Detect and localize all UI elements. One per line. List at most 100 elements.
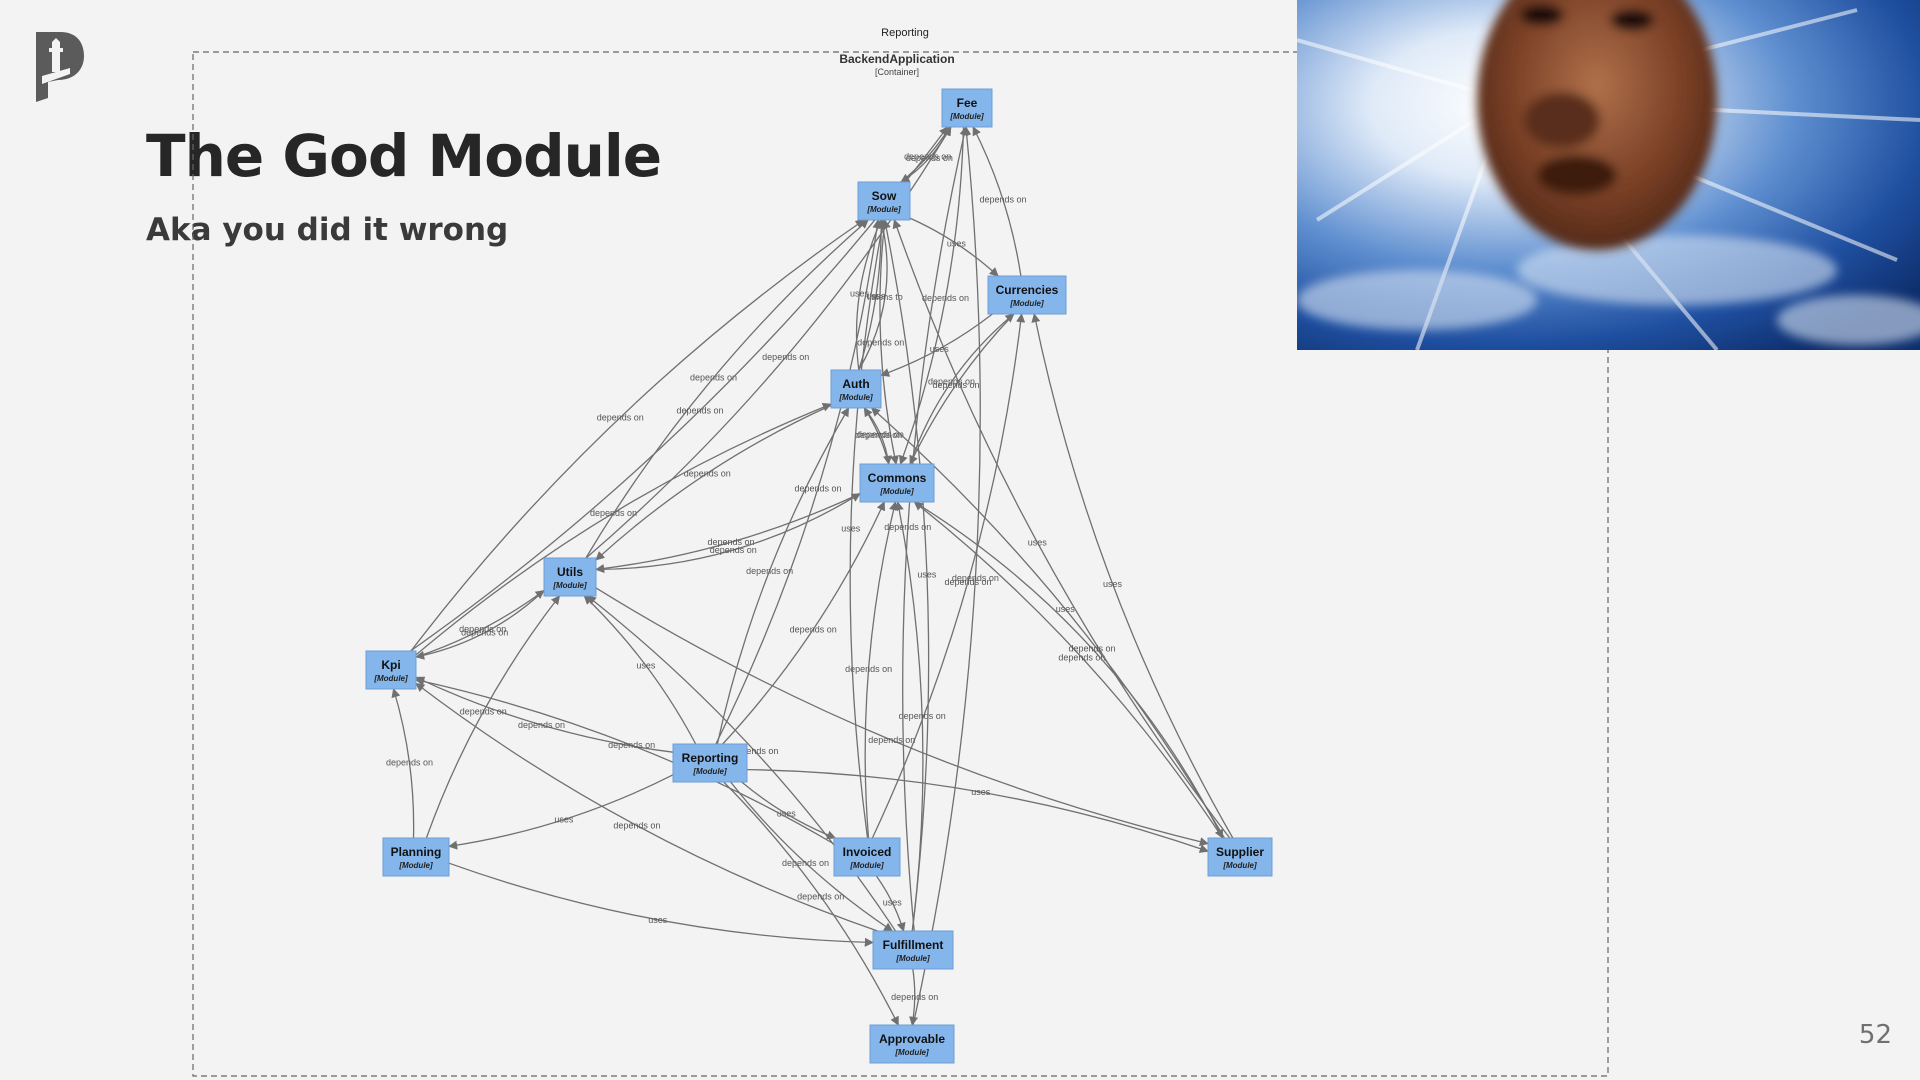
module-node-planning[interactable]: Planning[Module] — [382, 837, 450, 877]
module-node-auth[interactable]: Auth [Module] — [830, 369, 882, 409]
module-type: [Module] — [895, 954, 930, 963]
edge-reporting-to-planning — [448, 774, 674, 850]
module-node-invoiced[interactable]: Invoiced[Module] — [833, 837, 901, 877]
edge-reporting-to-supplier — [746, 768, 1209, 853]
edge-label: uses — [971, 787, 991, 797]
module-type: [Module] — [398, 861, 433, 870]
module-box — [941, 88, 993, 128]
edge-label: depends on — [884, 522, 931, 532]
edge-auth-to-sow — [855, 219, 883, 371]
edge-label: depends on — [857, 429, 904, 439]
nodes-layer: Fee[Module] Sow [Module] Currencies[Module]… — [365, 88, 1273, 1064]
module-type: [Module] — [849, 861, 884, 870]
edge-reporting-to-commons — [722, 501, 886, 745]
edge-label: depends on — [944, 577, 991, 587]
module-box — [859, 463, 935, 503]
edge-currencies-to-auth — [880, 313, 993, 377]
edge-utils-to-sow — [585, 219, 869, 559]
edge-fulfillment-to-fee — [902, 126, 969, 932]
module-name: Kpi — [381, 658, 400, 672]
edge-label: depends on — [932, 380, 979, 390]
edge-kpi-to-sow — [410, 219, 865, 652]
container-name: BackendApplication — [839, 52, 954, 66]
edge-label: depends on — [922, 293, 969, 303]
edge-label: depends on — [386, 758, 433, 768]
module-node-sow[interactable]: Sow [Module] — [857, 181, 911, 221]
module-node-utils[interactable]: Utils[Module] — [543, 557, 597, 597]
edge-invoiced-to-commons — [864, 501, 898, 839]
edge-label: depends on — [684, 468, 731, 478]
edge-utils-to-supplier — [595, 587, 1209, 847]
edge-label: depends on — [590, 508, 637, 518]
edge-label: depends on — [746, 566, 793, 576]
module-node-currencies[interactable]: Currencies[Module] — [987, 275, 1067, 315]
edge-label: depends on — [518, 720, 565, 730]
edge-invoiced-to-kpi — [415, 677, 835, 845]
module-node-fulfillment[interactable]: Fulfillment [Module] — [872, 930, 954, 970]
edge-label: depends on — [710, 545, 757, 555]
module-name: Reporting — [682, 751, 739, 765]
edge-commons-to-supplier — [914, 501, 1224, 839]
edge-label: depends on — [794, 484, 841, 494]
module-box — [1207, 837, 1273, 877]
module-name: Fulfillment — [883, 938, 944, 952]
module-box — [869, 1024, 955, 1064]
edge-label: depends on — [845, 664, 892, 674]
module-node-fee[interactable]: Fee[Module] — [941, 88, 993, 128]
module-node-reporting[interactable]: Reporting [Module] — [672, 743, 748, 783]
edge-kpi-to-auth — [415, 402, 832, 656]
module-type: [Module] — [1222, 861, 1257, 870]
module-box — [672, 743, 748, 783]
edge-invoiced-to-fulfillment — [875, 875, 906, 932]
edge-label: uses — [554, 815, 574, 825]
edge-auth-to-utils — [595, 404, 832, 561]
edge-label: depends on — [904, 152, 951, 162]
edge-label: depends on — [613, 821, 660, 831]
edge-label: depends on — [608, 740, 655, 750]
edge-planning-to-fulfillment — [448, 862, 874, 947]
edge-label: depends on — [1068, 643, 1115, 653]
edge-label: depends on — [731, 746, 778, 756]
module-name: Auth — [842, 377, 869, 391]
reaction-photo — [1297, 0, 1920, 350]
module-name: Sow — [872, 189, 897, 203]
container-type: [Container] — [875, 67, 919, 77]
edge-label: uses — [850, 288, 870, 298]
edge-label: depends on — [460, 707, 507, 717]
module-node-kpi[interactable]: Kpi[Module] — [365, 650, 417, 690]
container-boundary — [192, 51, 1609, 1077]
module-type: [Module] — [692, 767, 727, 776]
module-type: [Module] — [949, 112, 984, 121]
slide-subtitle: Aka you did it wrong — [146, 212, 509, 248]
module-name: Utils — [557, 565, 583, 579]
edge-label: depends on — [459, 624, 506, 634]
module-node-commons[interactable]: Commons[Module] — [859, 463, 935, 503]
edge-label: uses — [1103, 579, 1123, 589]
module-node-approvable[interactable]: Approvable[Module] — [869, 1024, 955, 1064]
edge-label: depends on — [906, 153, 953, 163]
module-node-supplier[interactable]: Supplier[Module] — [1207, 837, 1273, 877]
edge-label: uses — [636, 661, 656, 671]
edge-reporting-to-utils — [583, 595, 697, 745]
edge-label: depends on — [461, 628, 508, 638]
edge-label: depends on — [857, 337, 904, 347]
edge-label: uses — [648, 915, 668, 925]
edge-currencies-to-fee — [972, 126, 1022, 277]
module-type: [Module] — [838, 393, 873, 402]
edge-label: depends on — [979, 195, 1026, 205]
edge-label: uses — [866, 291, 886, 301]
edge-label: depends on — [1058, 653, 1105, 663]
company-logo — [36, 32, 84, 102]
module-type: [Module] — [894, 1048, 929, 1057]
module-type: [Module] — [866, 205, 901, 214]
edge-auth-to-commons — [863, 407, 893, 465]
edge-label: uses — [1028, 537, 1048, 547]
edge-label: depends on — [797, 892, 844, 902]
edge-invoiced-to-currencies — [871, 313, 1026, 839]
edge-auth-to-sow — [858, 219, 888, 371]
edge-reporting-to-auth — [716, 407, 850, 745]
edge-label: depends on — [952, 573, 999, 583]
edge-approvable-to-fee — [912, 126, 981, 1026]
